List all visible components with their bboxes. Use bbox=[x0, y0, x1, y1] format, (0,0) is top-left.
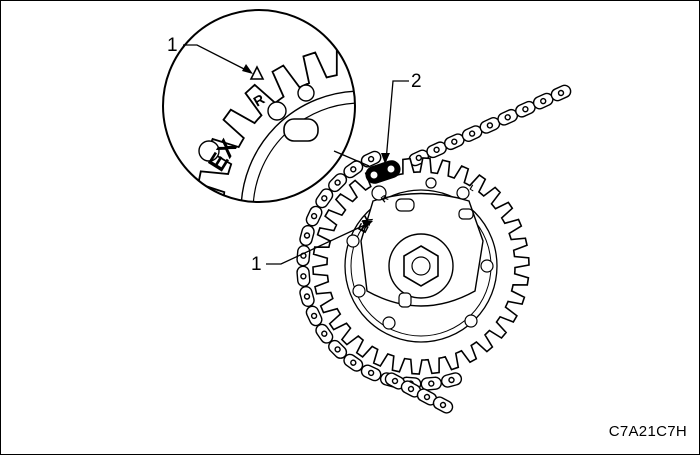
sprocket-hole bbox=[464, 314, 478, 328]
chain-link bbox=[440, 372, 463, 388]
callout-label-link: 2 bbox=[411, 71, 422, 92]
marked-chain-link bbox=[365, 160, 401, 184]
sprocket-slot bbox=[458, 208, 474, 220]
sprocket-hole bbox=[425, 177, 437, 189]
sprocket-slot bbox=[398, 292, 412, 308]
arrowhead-icon bbox=[381, 153, 390, 164]
arrowhead-icon bbox=[242, 64, 253, 74]
leader-detail-one bbox=[183, 44, 251, 73]
sprocket-hole bbox=[352, 284, 366, 298]
leader-sprocket-one bbox=[266, 222, 370, 265]
sprocket-hole bbox=[346, 234, 360, 248]
chain-link bbox=[299, 285, 315, 308]
sprocket-r-mark: R bbox=[379, 192, 391, 204]
detail-hole bbox=[267, 101, 287, 121]
chain-link bbox=[443, 133, 465, 151]
sprocket-hub-ring bbox=[344, 189, 498, 343]
sprocket-l-mark: L bbox=[468, 183, 477, 193]
chain-link bbox=[305, 305, 323, 327]
chain-link bbox=[432, 396, 454, 414]
detail-hole bbox=[297, 84, 315, 102]
callout-label-sprocket: 1 bbox=[251, 254, 262, 275]
chain-link bbox=[461, 125, 483, 142]
chain-link bbox=[550, 84, 572, 102]
chain-link bbox=[360, 364, 382, 382]
magnifier-connector bbox=[333, 150, 370, 167]
camshaft-sprocket: EX R L bbox=[312, 157, 530, 375]
arrowhead-icon bbox=[362, 221, 373, 229]
timing-chain bbox=[296, 84, 572, 414]
leader-arrowheads bbox=[242, 64, 390, 229]
triangle-timing-mark-icon bbox=[249, 65, 265, 80]
chain-link bbox=[515, 100, 536, 118]
sprocket-slot bbox=[395, 198, 415, 212]
leader-lines bbox=[183, 44, 409, 265]
center-bolt bbox=[403, 245, 439, 287]
detail-slot bbox=[283, 118, 319, 142]
chain-link bbox=[420, 376, 442, 391]
detail-frame bbox=[162, 9, 356, 203]
chain-link bbox=[296, 265, 311, 287]
chain-link bbox=[299, 224, 315, 247]
detail-hole bbox=[198, 140, 220, 162]
chain-link bbox=[305, 205, 323, 227]
figure-code: C7A21C7H bbox=[608, 423, 687, 440]
sprocket-hole bbox=[480, 259, 494, 273]
leader-link-two bbox=[385, 80, 409, 162]
sprocket-hole bbox=[456, 186, 470, 200]
sprocket-hole bbox=[382, 316, 396, 330]
bolt-washer bbox=[411, 256, 431, 276]
callout-label-detail: 1 bbox=[167, 35, 178, 56]
sprocket-hole bbox=[371, 185, 387, 201]
